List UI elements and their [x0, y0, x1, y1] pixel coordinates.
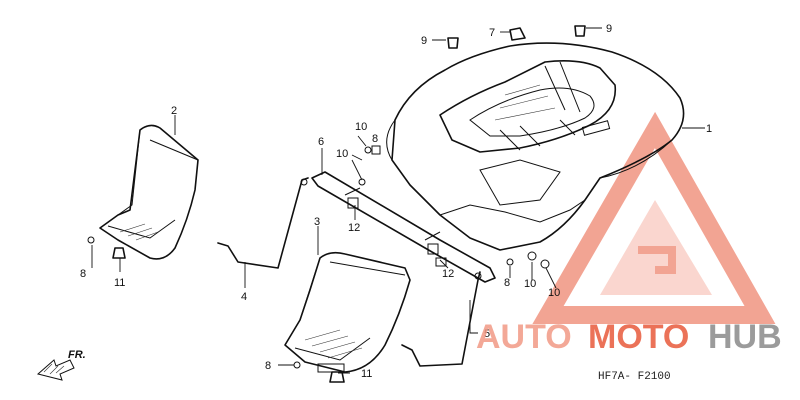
watermark-auto: AUTO — [476, 318, 572, 356]
label-10-right-a: 10 — [524, 278, 536, 290]
mud-guard-left — [99, 124, 199, 260]
watermark-logo — [532, 111, 776, 324]
part-labels: 1 2 3 4 5 6 7 8 8 8 8 9 9 10 10 10 10 11… — [80, 23, 712, 380]
label-10-right-b: 10 — [548, 287, 560, 299]
label-6: 6 — [318, 136, 324, 148]
label-12-right: 12 — [442, 268, 454, 280]
front-marker: FR. — [36, 349, 86, 381]
label-4: 4 — [241, 291, 247, 303]
watermark-moto: MOTO — [588, 318, 689, 356]
front-marker-label: FR. — [68, 349, 86, 361]
label-3: 3 — [314, 216, 320, 228]
label-8-upper: 8 — [372, 133, 378, 145]
label-8-left: 8 — [80, 268, 86, 280]
label-8-right: 8 — [504, 277, 510, 289]
support-rod-left — [217, 177, 309, 269]
label-10-mid: 10 — [336, 148, 348, 160]
label-8-lower: 8 — [265, 360, 271, 372]
label-5: 5 — [484, 328, 490, 340]
support-rod-right — [401, 271, 482, 367]
label-11-left: 11 — [114, 277, 125, 289]
label-2: 2 — [171, 105, 177, 117]
rear-fender — [386, 42, 685, 251]
leader-lines — [91, 27, 705, 374]
mud-guard-lower — [284, 251, 411, 373]
watermark-text: AUTO MOTO HUB — [476, 318, 782, 356]
label-9-right: 9 — [606, 23, 612, 35]
label-11-lower: 11 — [361, 368, 372, 380]
label-10-top: 10 — [355, 121, 367, 133]
label-12-left: 12 — [348, 222, 360, 234]
label-1: 1 — [706, 123, 712, 135]
diagram-code: HF7A- F2100 — [598, 371, 671, 383]
fender-bracket — [311, 171, 496, 283]
label-7: 7 — [489, 27, 495, 39]
watermark-hub: HUB — [708, 318, 782, 356]
fasteners — [87, 25, 586, 383]
label-9-left: 9 — [421, 35, 427, 47]
